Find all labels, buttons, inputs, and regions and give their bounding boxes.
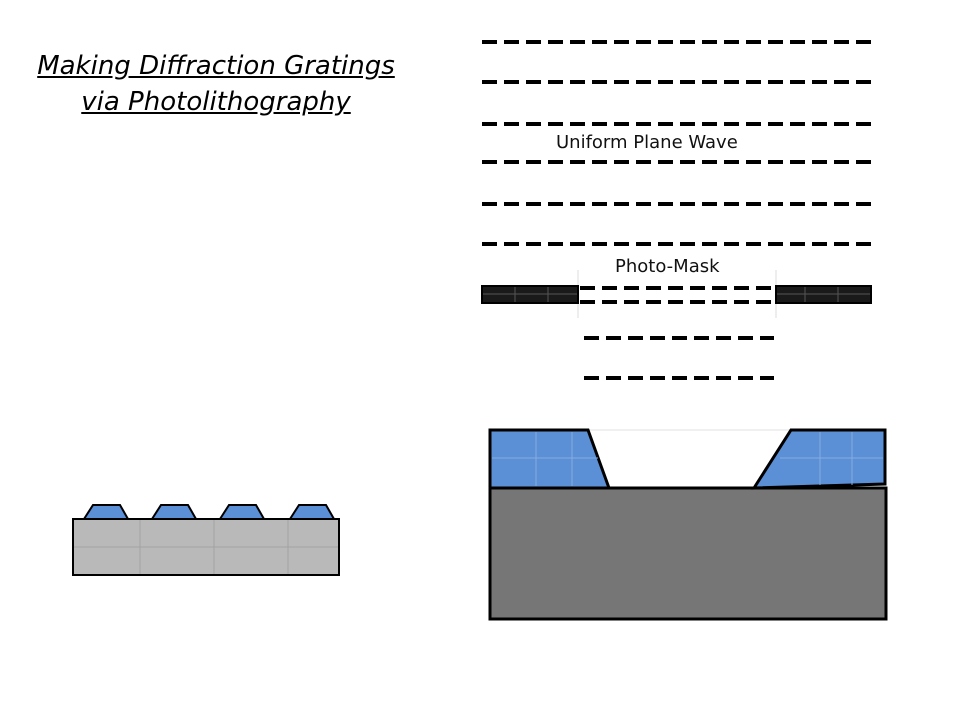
- substrate: [488, 486, 888, 621]
- grating-ridge: [218, 504, 266, 520]
- grating-ridge: [82, 504, 130, 520]
- diagram-title: Making Diffraction Gratings via Photolit…: [0, 48, 432, 120]
- grating-ridge: [288, 504, 336, 520]
- grating-ridge: [150, 504, 198, 520]
- grating-result: [72, 504, 340, 576]
- transmitted-wave: [580, 286, 774, 380]
- photo-mask-label: Photo-Mask: [615, 256, 720, 277]
- resist-left: [488, 428, 612, 490]
- magnified-cross-section: [488, 428, 888, 621]
- uniform-plane-wave-label: Uniform Plane Wave: [556, 132, 738, 153]
- title-line-1: Making Diffraction Gratings: [37, 51, 395, 81]
- photo-mask: [481, 270, 872, 318]
- title-line-2: via Photolithography: [81, 87, 351, 117]
